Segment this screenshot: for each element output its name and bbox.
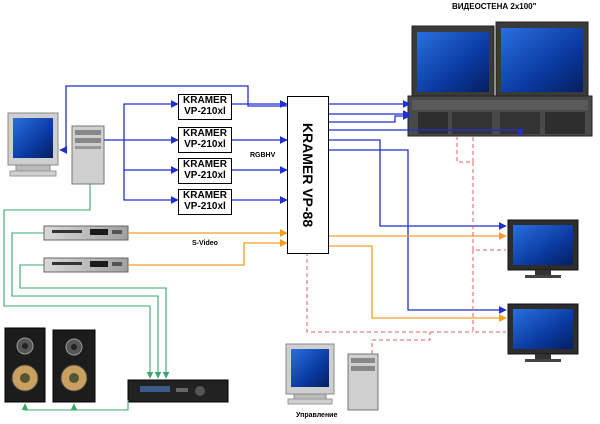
converter-model: VP-210xl: [184, 139, 226, 150]
video-wall: [407, 21, 593, 137]
converter-model: VP-210xl: [184, 106, 226, 117]
control-pc-monitor: [285, 343, 335, 405]
control-pc-tower: [347, 353, 379, 411]
pc-tower: [71, 125, 105, 185]
scaler-box: KRAMER VP-88: [287, 96, 329, 254]
audio-lines: [3, 184, 170, 411]
svideo-label: S-Video: [192, 240, 218, 247]
rgbhv-label: RGBHV: [250, 152, 276, 159]
converter-model: VP-210xl: [184, 170, 226, 181]
converter-box-2: KRAMER VP-210xl: [178, 127, 232, 153]
rgbhv-lines: [59, 85, 524, 314]
converter-box-4: KRAMER VP-210xl: [178, 189, 232, 215]
plasma-display-2: [507, 303, 579, 362]
converter-box-3: KRAMER VP-210xl: [178, 158, 232, 184]
scaler-label: KRAMER VP-88: [300, 122, 316, 228]
converter-model: VP-210xl: [184, 201, 226, 212]
converter-brand: KRAMER: [183, 128, 227, 139]
control-label: Управление: [296, 412, 338, 419]
video-wall-title: ВИДЕОСТЕНА 2x100": [452, 2, 537, 11]
converter-brand: KRAMER: [183, 95, 227, 106]
av-receiver: [127, 379, 229, 403]
dvd-player-1: [43, 225, 129, 241]
converter-brand: KRAMER: [183, 190, 227, 201]
plasma-display-1: [507, 219, 579, 278]
svideo-lines: [128, 229, 507, 322]
speaker-right: [52, 329, 96, 403]
dvd-player-2: [43, 257, 129, 273]
converter-box-1: KRAMER VP-210xl: [178, 94, 232, 120]
control-lines: [306, 136, 506, 354]
converter-brand: KRAMER: [183, 159, 227, 170]
speaker-left: [4, 327, 46, 403]
pc-monitor: [7, 112, 59, 177]
